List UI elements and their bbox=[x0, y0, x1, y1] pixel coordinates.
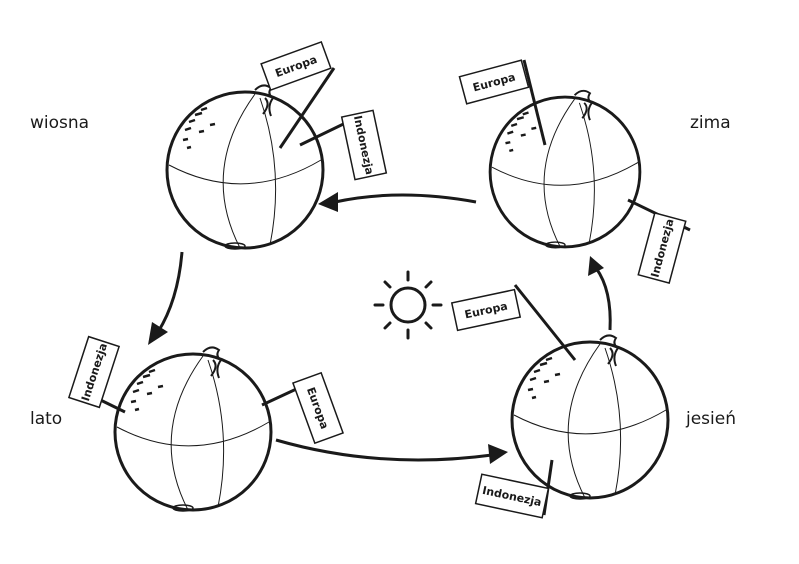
sun-icon bbox=[373, 270, 443, 340]
season-label-spring: wiosna bbox=[30, 113, 89, 133]
flag-indonesia-summer: Indonezja bbox=[67, 335, 121, 409]
flag-indonesia-spring: Indonezja bbox=[340, 109, 388, 181]
globe-winter: Europa Indonezja bbox=[458, 59, 691, 284]
flag-indonesia-winter: Indonezja bbox=[637, 212, 687, 284]
arrow-summer-to-autumn bbox=[275, 438, 508, 464]
arrow-spring-to-summer bbox=[148, 251, 184, 345]
globe-spring: Europa Indonezja bbox=[165, 40, 388, 251]
arrow-winter-to-spring bbox=[318, 192, 477, 212]
flag-europe-spring: Europa bbox=[260, 40, 332, 92]
globe-autumn: Europa Indonezja bbox=[450, 284, 670, 519]
globe-summer: Indonezja Europa bbox=[67, 335, 345, 513]
season-label-autumn: jesień bbox=[685, 409, 736, 429]
flag-indonesia-autumn: Indonezja bbox=[474, 473, 550, 519]
season-label-winter: zima bbox=[690, 113, 731, 133]
season-label-summer: lato bbox=[30, 409, 62, 429]
arrow-autumn-to-winter bbox=[588, 256, 612, 331]
flag-europe-summer: Europa bbox=[291, 371, 345, 445]
flag-europe-winter: Europa bbox=[458, 59, 530, 105]
flag-europe-autumn: Europa bbox=[450, 288, 522, 332]
